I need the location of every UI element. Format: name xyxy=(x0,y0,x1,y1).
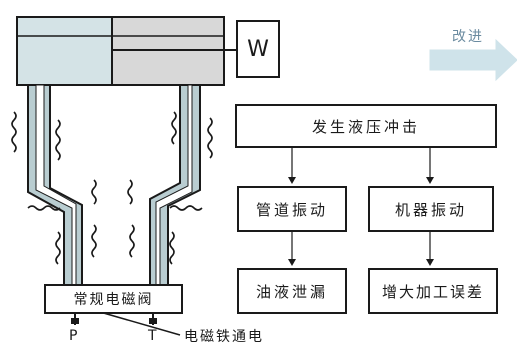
vibration-mark xyxy=(169,231,175,265)
flow-label-machine-vibration: 机器振动 xyxy=(394,200,467,219)
vibration-mark xyxy=(27,205,61,211)
vibration-mark xyxy=(91,224,97,258)
vibration-mark xyxy=(91,179,97,205)
vibration-mark xyxy=(55,119,61,161)
flow-box-machine-vibration: 机器振动 xyxy=(368,186,494,232)
valve-label: 常规电磁阀 xyxy=(73,292,154,308)
improve-label: 改进 xyxy=(452,29,484,45)
flow-box-pipe-vibration: 管道振动 xyxy=(237,186,347,232)
vibration-marks xyxy=(11,111,213,265)
weight-label: W xyxy=(247,36,269,62)
vibration-mark xyxy=(171,111,177,145)
vibration-mark xyxy=(207,117,213,159)
solenoid-label: 电磁铁通电 xyxy=(184,329,264,345)
flow-arrowheads xyxy=(288,177,434,266)
flow-box-hydraulic-shock: 发生液压冲击 xyxy=(235,104,497,148)
cylinder-left-chamber xyxy=(16,16,113,86)
vibration-mark xyxy=(55,231,61,265)
flow-label-machining-error: 增大加工误差 xyxy=(381,282,484,301)
flow-arrowhead xyxy=(426,259,434,266)
flow-arrowhead xyxy=(288,259,296,266)
flow-arrows xyxy=(291,148,431,260)
vibration-mark xyxy=(129,224,135,258)
flow-label-hydraulic-shock: 发生液压冲击 xyxy=(311,117,420,136)
port-p-label: P xyxy=(69,328,78,344)
solenoid-leader xyxy=(99,311,181,336)
port-p-cap xyxy=(71,318,79,324)
port-t-label: T xyxy=(148,328,157,344)
vibration-mark xyxy=(11,111,17,153)
flow-label-oil-leakage: 油液泄漏 xyxy=(255,282,328,301)
flow-label-pipe-vibration: 管道振动 xyxy=(255,200,328,219)
flow-arrowhead xyxy=(426,177,434,184)
port-t-cap xyxy=(149,318,157,324)
flow-box-oil-leakage: 油液泄漏 xyxy=(237,268,347,314)
flow-arrowhead xyxy=(288,177,296,184)
vibration-mark xyxy=(169,205,203,211)
improve-arrow xyxy=(429,38,517,82)
weight-box: W xyxy=(236,20,280,78)
solenoid-valve: 常规电磁阀 xyxy=(44,284,183,314)
vibration-mark xyxy=(127,179,133,205)
flow-box-machining-error: 增大加工误差 xyxy=(368,268,498,314)
